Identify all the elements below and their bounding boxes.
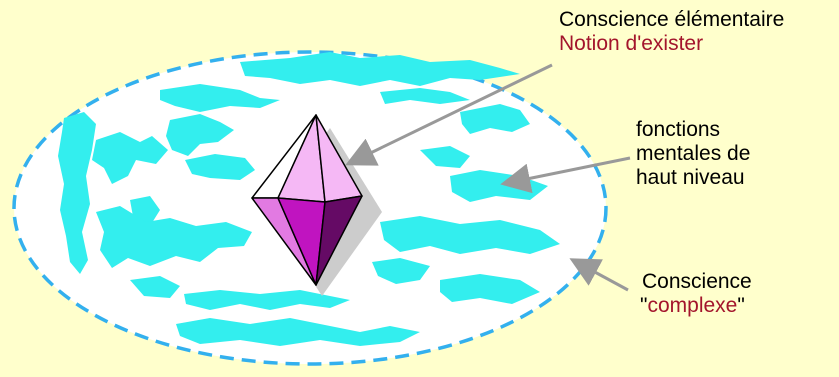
label-complex-word-line: "complexe" <box>640 294 752 318</box>
label-complex-title: Conscience <box>640 270 752 294</box>
arrow-complex <box>580 264 628 290</box>
quote-close: " <box>737 294 744 317</box>
label-line: fonctions <box>636 118 750 142</box>
label-complexe: complexe <box>647 294 737 317</box>
label-notion-exister: Notion d'exister <box>559 32 784 56</box>
label-line: haut niveau <box>636 166 750 190</box>
label-higher-mental-functions: fonctions mentales de haut niveau <box>636 118 750 190</box>
label-complex-consciousness: Conscience "complexe" <box>640 270 752 318</box>
label-line: mentales de <box>636 142 750 166</box>
label-elementary-consciousness: Conscience élémentaire Notion d'exister <box>559 8 784 56</box>
label-elementary-title: Conscience élémentaire <box>559 8 784 32</box>
